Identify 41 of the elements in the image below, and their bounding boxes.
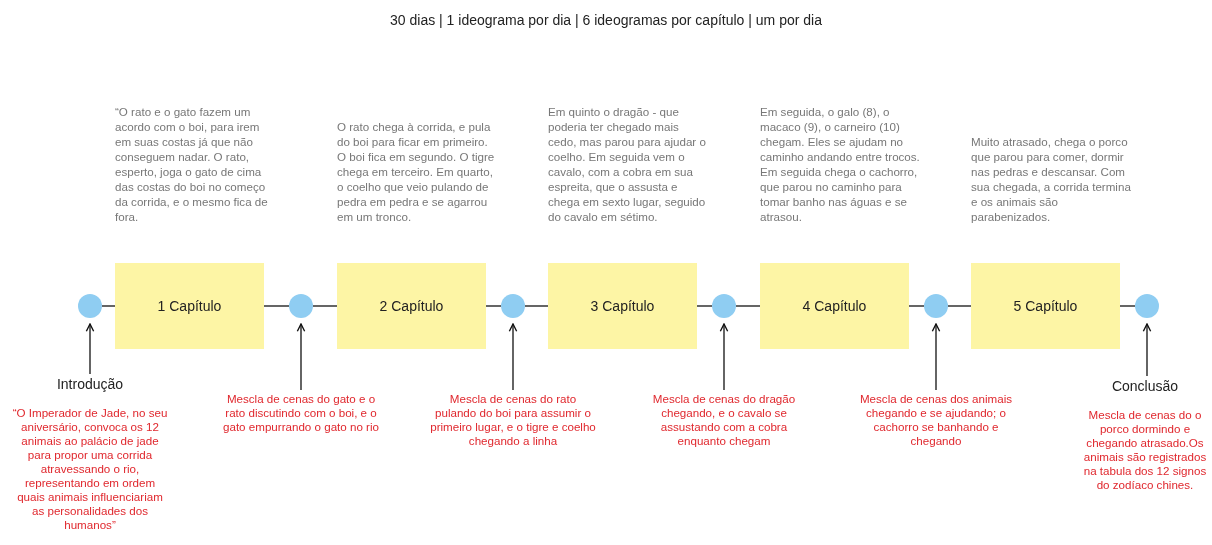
timeline-dot	[78, 294, 102, 318]
timeline-line	[1119, 305, 1136, 307]
scene-note: “O Imperador de Jade, no seu aniversário, convoca os 12 animais ao palácio de jade para propor uma corrida atravessando o rio, representando em ordem quais animais influenciariam as personalidades dos humanos”	[12, 406, 168, 532]
timeline-dot	[289, 294, 313, 318]
diagram-title: 30 dias | 1 ideograma por dia | 6 ideogramas por capítulo | um por dia	[389, 12, 823, 28]
description-text: Em seguida, o galo (8), o macaco (9), o carneiro (10) chegam. Eles se ajudam no caminho andando entre trocos. Em seguida chega o cachorro, que parou no caminho para tomar banho nas águas e se atrasou.	[760, 104, 920, 224]
arrow	[296, 323, 306, 391]
timeline-line	[101, 305, 116, 307]
chapter-label: 2 Capítulo	[379, 298, 444, 314]
chapter-label: 1 Capítulo	[157, 298, 222, 314]
timeline-line	[735, 305, 761, 307]
description-text: “O rato e o gato fazem um acordo com o boi, para irem em suas costas já que não conseguem nadar. O rato, esperto, joga o gato de cima das costas do boi no começo da corrida, e o mesmo fica de fora.	[115, 104, 269, 224]
scene-note: Mescla de cenas dos animais chegando e se ajudando; o cachorro se banhando e chegando	[858, 392, 1014, 448]
arrow	[508, 323, 518, 391]
arrow	[931, 323, 941, 391]
chapter-label: 4 Capítulo	[802, 298, 867, 314]
scene-note: Mescla de cenas do dragão chegando, e o cavalo se assustando com a cobra enquanto chegam	[651, 392, 797, 448]
timeline-line	[696, 305, 713, 307]
arrow	[85, 323, 95, 375]
chapter-label: 3 Capítulo	[590, 298, 655, 314]
chapter-label: 5 Capítulo	[1013, 298, 1078, 314]
scene-note: Mescla de cenas do o porco dormindo e chegando atrasado.Os animais são registrados na tabula dos 12 signos do zodíaco chines.	[1082, 408, 1208, 492]
arrow	[1142, 323, 1152, 377]
scene-note: Mescla de cenas do gato e o rato discutindo com o boi, e o gato empurrando o gato no rio	[222, 392, 380, 434]
description-text: Em quinto o dragão - que poderia ter chegado mais cedo, mas parou para ajudar o coelho. Em seguida vem o cavalo, com a cobra em sua espreita, que o assusta e chega em sexto lugar, seguido do cavalo em sétimo.	[548, 104, 707, 224]
scene-note: Mescla de cenas do rato pulando do boi para assumir o primeiro lugar, e o tigre e coelho chegando a linha	[429, 392, 597, 448]
section-heading: Introdução	[55, 376, 125, 392]
description-text: Muito atrasado, chega o porco que parou para comer, dormir nas pedras e descansar. Com sua chegada, a corrida termina e os animais são parabenizados.	[971, 134, 1131, 224]
arrow	[719, 323, 729, 391]
timeline-line	[485, 305, 502, 307]
timeline-line	[312, 305, 338, 307]
timeline-line	[947, 305, 972, 307]
timeline-dot	[501, 294, 525, 318]
description-text: O rato chega à corrida, e pula do boi para ficar em primeiro. O boi fica em segundo. O tigre chega em terceiro. Em quarto, o coelho que veio pulando de pedra em pedra e se agarrou em um tronco.	[337, 119, 496, 224]
timeline-line	[524, 305, 549, 307]
timeline-line	[908, 305, 925, 307]
timeline-dot	[712, 294, 736, 318]
timeline-line	[263, 305, 290, 307]
timeline-dot	[924, 294, 948, 318]
section-heading: Conclusão	[1110, 378, 1180, 394]
timeline-dot	[1135, 294, 1159, 318]
